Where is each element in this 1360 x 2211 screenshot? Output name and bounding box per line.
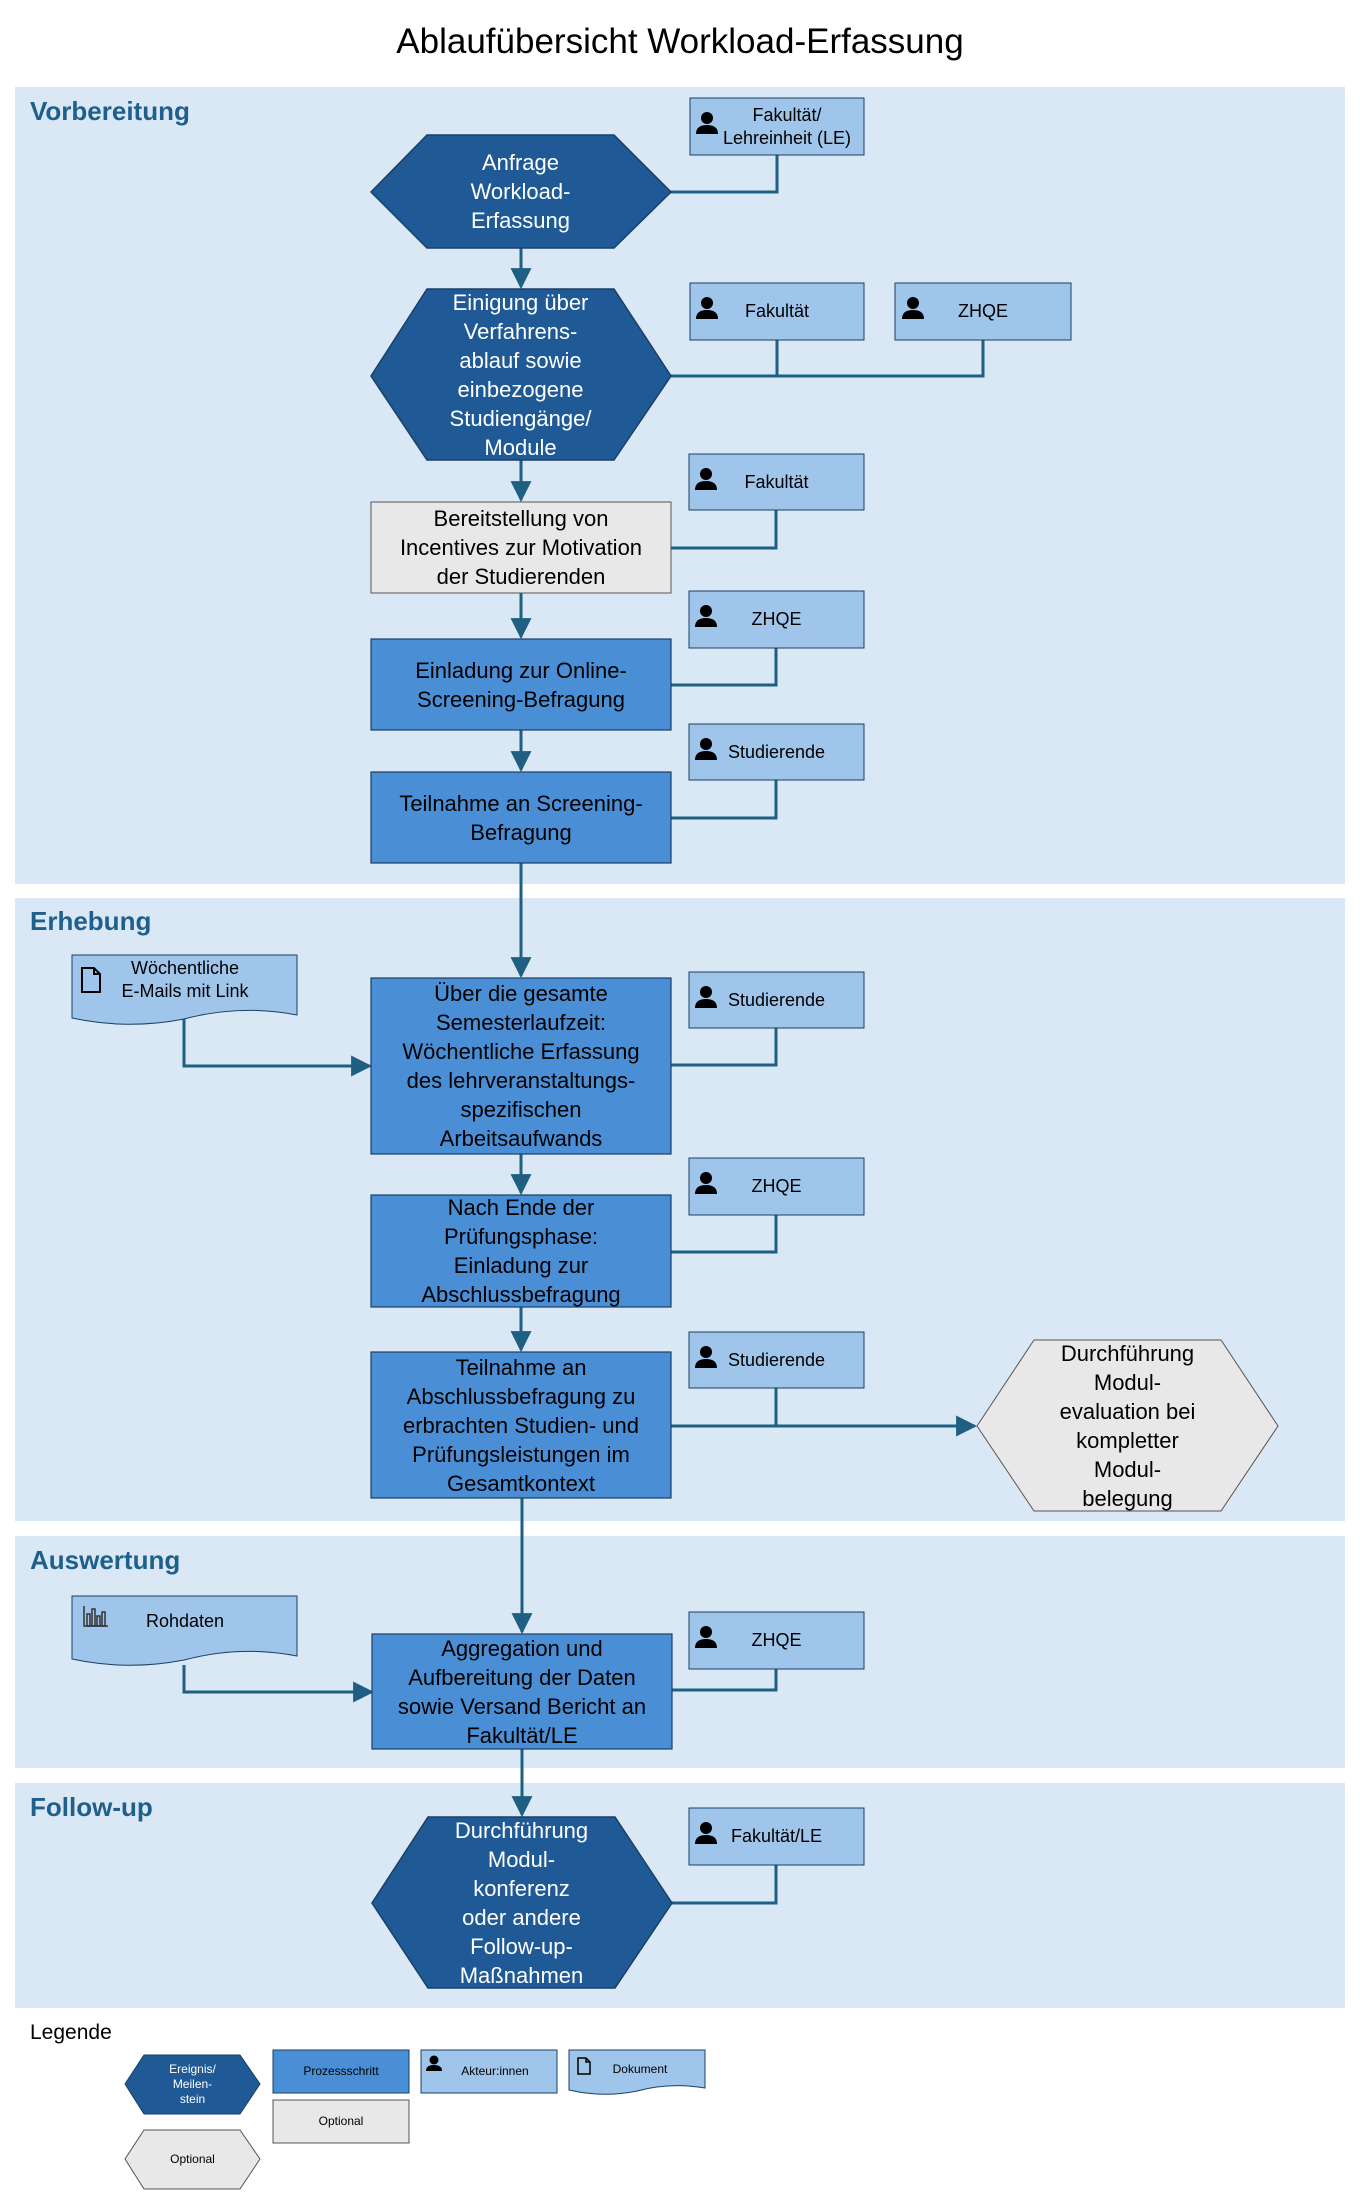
diagram-title: Ablaufübersicht Workload-Erfassung — [396, 22, 964, 61]
actor-label: Fakultät — [744, 471, 809, 492]
actor-connector — [671, 1865, 778, 1905]
actor-label: Studierende — [727, 1349, 826, 1370]
actor-connector — [775, 340, 985, 378]
actor-label: Fakultät/ Lehreinheit (LE) — [722, 104, 852, 148]
actor-box — [688, 1331, 865, 1389]
legend-optional-event-label: Optional — [170, 2152, 215, 2166]
event-hexagon-anfrage — [369, 134, 673, 249]
actor-connector — [671, 648, 778, 687]
actor-box — [688, 1611, 865, 1670]
person-icon — [695, 738, 717, 760]
legend-event-label: Ereignis/ Meilen- stein — [169, 2062, 216, 2106]
step-erfassung: Über die gesamte Semesterlaufzeit: Wöche… — [402, 981, 640, 1151]
process-box-abschluss — [370, 1351, 672, 1499]
actor-box — [688, 590, 865, 649]
legend-optional-hexagon — [124, 2129, 261, 2190]
person-icon — [695, 1346, 717, 1368]
legend-optional-box — [272, 2099, 410, 2144]
process-box-aggregation — [371, 1633, 673, 1750]
actor-connector — [672, 1669, 778, 1692]
optional-hexagon-moduleval — [976, 1339, 1279, 1512]
actor-label: Fakultät/LE — [730, 1826, 823, 1846]
actor-box — [689, 97, 865, 156]
person-icon — [695, 468, 717, 490]
section-band-follow-up — [15, 1783, 1345, 2008]
step-modulkonferenz: Durchführung Modul- konferenz oder ander… — [454, 1817, 589, 1988]
legend-event-hexagon — [124, 2054, 261, 2115]
document-label: Rohdaten — [145, 1610, 225, 1631]
actor-box — [689, 282, 865, 341]
step-abschluss: Teilnahme an Abschlussbefragung zu erbra… — [402, 1354, 640, 1496]
person-icon — [695, 605, 717, 627]
legend-document-shape — [568, 2049, 706, 2095]
section-band-vorbereitung — [15, 87, 1345, 884]
person-icon — [902, 297, 924, 319]
step-nach-ende: Nach Ende der Prüfungsphase: Einladung z… — [421, 1195, 621, 1307]
person-icons — [695, 112, 924, 1844]
flow-connectors — [182, 155, 985, 1905]
document-icon — [577, 2057, 591, 2075]
actor-box — [688, 723, 865, 781]
section-label-vorbereitung: Vorbereitung — [30, 96, 190, 126]
legend-optional-label: Optional — [318, 2114, 364, 2128]
step-aggregation: Aggregation und Aufbereitung der Daten s… — [397, 1635, 647, 1748]
person-icon — [696, 112, 718, 134]
document-arrow — [182, 1665, 375, 1703]
actor-box — [688, 1157, 865, 1216]
process-box-teilnahme-screening — [370, 771, 672, 864]
step-incentives: Bereitstellung von Incentives zur Motiva… — [399, 506, 643, 589]
actor-box — [894, 282, 1072, 341]
step-anfrage: Anfrage Workload- Erfassung — [470, 150, 571, 233]
step-moduleval: Durchführung Modul- evaluation bei kompl… — [1059, 1340, 1196, 1511]
actor-label: ZHQE — [957, 301, 1008, 321]
person-icon — [695, 1626, 717, 1648]
document-shape-rohdaten — [71, 1595, 298, 1666]
person-icon — [426, 2055, 442, 2071]
actor-label: ZHQE — [751, 1630, 802, 1650]
actor-label: Fakultät — [744, 301, 810, 321]
section-label-auswertung: Auswertung — [30, 1545, 181, 1575]
actor-connector — [671, 1028, 778, 1067]
document-shape-emails — [71, 954, 298, 1025]
actor-connector — [671, 780, 778, 820]
document-label: Wöchentliche E-Mails mit Link — [121, 958, 249, 1001]
legend-actor-box — [420, 2049, 558, 2094]
actor-connector — [671, 510, 778, 550]
bar-chart-icon — [83, 1606, 108, 1627]
step-einladung: Einladung zur Online- Screening-Befragun… — [415, 657, 627, 712]
process-box-einladung — [370, 638, 672, 731]
actor-label: Studierende — [727, 989, 826, 1010]
actor-label: Studierende — [727, 741, 826, 762]
legend-process-box — [272, 2049, 410, 2094]
section-label-follow-up: Follow-up — [30, 1792, 153, 1822]
event-hexagon-einigung — [370, 288, 672, 461]
process-box-nach-ende — [370, 1194, 672, 1308]
process-box-erfassung — [370, 977, 672, 1155]
actor-label: ZHQE — [751, 609, 802, 629]
legend-actor-label: Akteur:innen — [461, 2064, 529, 2078]
event-hexagon-modulkonferenz — [371, 1816, 673, 1989]
actor-connector — [668, 155, 779, 194]
section-label-erhebung: Erhebung — [30, 906, 152, 936]
legend-document-label: Dokument — [612, 2061, 668, 2076]
actor-boxes — [688, 97, 1072, 1866]
actor-box — [688, 453, 865, 511]
person-icon — [695, 1822, 717, 1844]
document-icon — [81, 967, 101, 993]
legend-process-label: Prozessschritt — [303, 2064, 379, 2078]
document-arrow — [182, 1015, 373, 1077]
actor-box — [688, 971, 865, 1029]
actor-label: ZHQE — [751, 1176, 802, 1196]
step-einigung: Einigung über Verfahrens- ablauf sowie e… — [449, 289, 592, 460]
person-icon — [695, 1172, 717, 1194]
person-icon — [696, 297, 718, 319]
actor-connector — [671, 1215, 778, 1254]
step-teilnahme-screening: Teilnahme an Screening- Befragung — [399, 790, 643, 845]
legend-title: Legende — [30, 2021, 112, 2044]
optional-box-incentives — [370, 501, 672, 594]
actor-box — [688, 1807, 865, 1866]
person-icon — [695, 986, 717, 1008]
